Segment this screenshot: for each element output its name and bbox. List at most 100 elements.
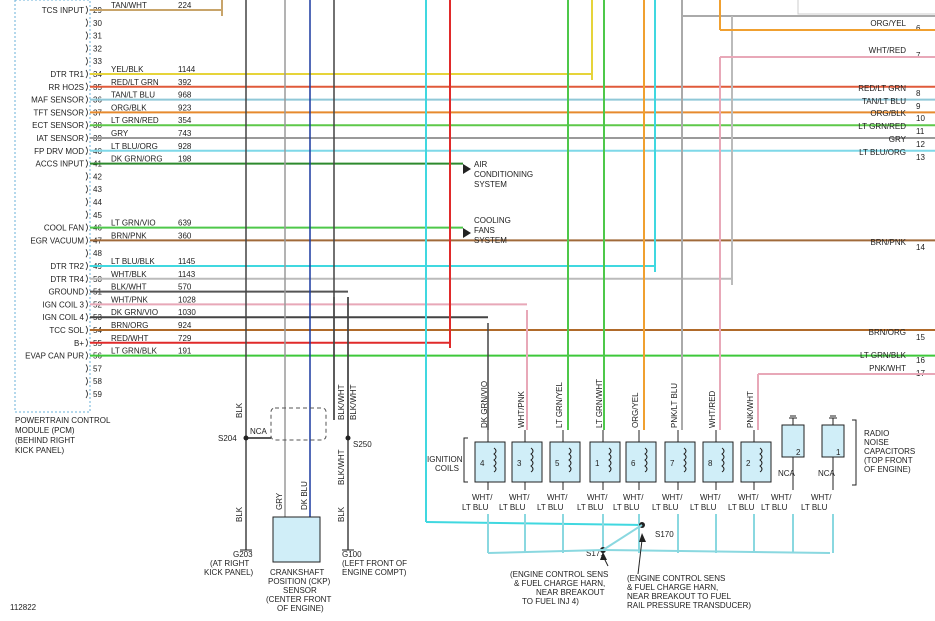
right-wire-number: 10 <box>916 114 925 123</box>
coil-body <box>702 441 734 483</box>
pin-bracket-icon <box>85 44 88 53</box>
wire-color: RED/LT GRN <box>111 78 159 87</box>
vertical-wires <box>221 0 935 550</box>
pin-bracket-icon <box>85 248 88 258</box>
ground-g100: S250 BLK/WHT BLK/WHT BLK/WHT BLK G100 (L… <box>333 297 407 577</box>
pin-name: EGR VACUUM <box>30 236 84 245</box>
pin-name: DTR TR1 <box>50 70 84 79</box>
wire-color: RED/WHT <box>111 334 148 343</box>
pin-bracket-icon <box>85 261 88 271</box>
pin-bracket-icon <box>85 389 88 399</box>
pin-bracket-icon <box>85 312 88 322</box>
coil-wire-label: LT GRN/YEL <box>555 382 564 428</box>
coil-bottom-wire: WHT/ <box>623 493 644 502</box>
coil-bottom-wire: WHT/ <box>700 493 721 502</box>
blk-label-3: BLK <box>337 506 346 522</box>
coil-number: 1 <box>595 459 600 468</box>
g203-label: G203 <box>233 550 253 559</box>
coil-number: 2 <box>746 459 751 468</box>
wire-circuit: 392 <box>178 78 192 87</box>
pin-bracket-icon <box>85 69 88 79</box>
pcm-pin-48: 48 <box>85 248 102 258</box>
s170-note-2: & FUEL CHARGE HARN, <box>627 583 718 592</box>
s170-note-1: (ENGINE CONTROL SENS <box>627 574 725 583</box>
pin-bracket-icon <box>85 31 88 40</box>
s170-label: S170 <box>655 530 674 539</box>
pin-bracket-icon <box>85 300 88 309</box>
pcm-title-line: MODULE (PCM) <box>15 426 75 435</box>
capacitor-wire: WHT/ <box>811 493 832 502</box>
wire-color: YEL/BLK <box>111 65 144 74</box>
caps-title-1: RADIO <box>864 429 889 438</box>
capacitor-number: 2 <box>796 448 801 457</box>
wire-circuit: 743 <box>178 129 192 138</box>
wire-circuit: 639 <box>178 219 192 228</box>
coil-number: 6 <box>631 459 636 468</box>
coils-title-1: IGNITION <box>427 455 463 464</box>
wire-color: TAN/WHT <box>111 1 147 10</box>
fans-line-3: SYSTEM <box>474 236 507 245</box>
pin-name: COOL FAN <box>44 224 84 233</box>
s170-note-3: NEAR BREAKOUT TO FUEL <box>627 592 732 601</box>
blk-label-2: BLK <box>235 506 244 522</box>
pin-bracket-icon <box>85 210 88 220</box>
pin-number: 45 <box>93 211 102 220</box>
right-wire-number: 12 <box>916 140 925 149</box>
pin-name: GROUND <box>48 288 84 297</box>
pin-number: 57 <box>93 364 102 373</box>
pcm-pin-45: 45 <box>85 210 102 220</box>
ground-g203: BLK BLK G203 (AT RIGHT KICK PANEL) <box>204 402 254 577</box>
coil-winding-icon <box>721 447 725 473</box>
pin-bracket-icon <box>85 146 88 156</box>
pin-number: 48 <box>93 249 102 258</box>
coil-wire-label: LT GRN/WHT <box>595 379 604 428</box>
coil-wire-label: PNK/WHT <box>746 391 755 428</box>
g100-loc-2: ENGINE COMPT) <box>342 568 407 577</box>
capacitor-wire: WHT/ <box>771 493 792 502</box>
coil-wire-label: PNK/LT BLU <box>670 383 679 428</box>
coil-body <box>664 441 696 483</box>
coil-body <box>589 441 621 483</box>
coil-body <box>474 441 506 483</box>
wire-color: GRY <box>111 129 129 138</box>
wire-circuit: 928 <box>178 142 192 151</box>
wire-circuit: 360 <box>178 231 192 240</box>
s171-note-3: NEAR BREAKOUT <box>536 588 605 597</box>
pin-number: 59 <box>93 390 102 399</box>
pin-bracket-icon <box>85 223 88 232</box>
pin-bracket-icon <box>85 172 88 181</box>
ckp-title-5: OF ENGINE) <box>277 604 324 613</box>
wire-circuit: 1143 <box>178 270 196 279</box>
pin-number: 43 <box>93 185 102 194</box>
fans-line-1: COOLING <box>474 216 511 225</box>
coil-bottom-wire: WHT/ <box>738 493 759 502</box>
right-wire-label: GRY <box>889 135 907 144</box>
pin-name: TCS INPUT <box>42 6 84 15</box>
coils-title-2: COILS <box>435 464 459 473</box>
pin-name: IGN COIL 4 <box>43 313 85 322</box>
g100-loc-1: (LEFT FRONT OF <box>342 559 407 568</box>
coil-winding-icon <box>683 447 687 473</box>
coil-bottom-wire: LT BLU <box>499 503 526 512</box>
wire-circuit: 1030 <box>178 308 196 317</box>
right-wire-label: BRN/PNK <box>870 238 906 247</box>
coil-bottom-wire: LT BLU <box>577 503 604 512</box>
coil-bottom-wire: LT BLU <box>613 503 640 512</box>
pin-number: 58 <box>93 377 102 386</box>
ac-arrow-icon <box>463 164 471 174</box>
pin-bracket-icon <box>85 120 88 130</box>
ckp-title-3: SENSOR <box>283 586 317 595</box>
coil-bottom-wire: WHT/ <box>547 493 568 502</box>
